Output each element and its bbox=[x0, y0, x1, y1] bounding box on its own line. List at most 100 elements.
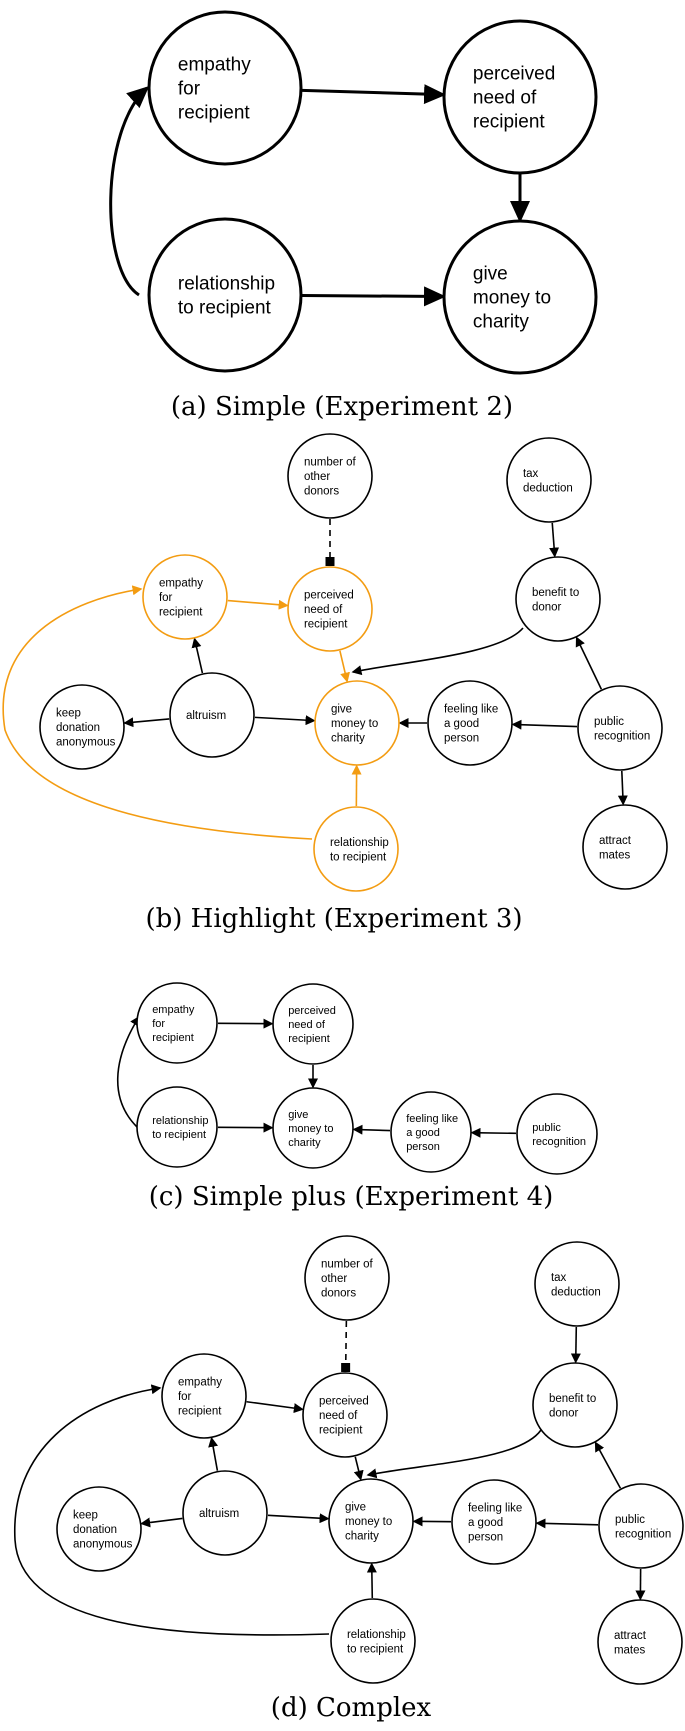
node-circle bbox=[532, 1362, 618, 1448]
node-circle bbox=[136, 1086, 218, 1168]
node-b-altruism: altruism bbox=[169, 672, 255, 758]
node-label-line: donors bbox=[321, 1288, 356, 1300]
node-label-line: for bbox=[152, 1018, 165, 1030]
node-a-relationship: relationship to recipient bbox=[147, 217, 303, 373]
node-circle bbox=[516, 1093, 598, 1175]
node-label-line: relationship bbox=[330, 837, 389, 849]
edge-b-need-to-give bbox=[339, 650, 350, 683]
node-circle bbox=[515, 556, 601, 642]
node-label-line: give bbox=[345, 1502, 366, 1514]
node-label-line: altruism bbox=[199, 1508, 239, 1520]
node-label-line: mates bbox=[599, 849, 631, 861]
node-circle bbox=[161, 1353, 247, 1439]
edge-a-relationship-to-give bbox=[301, 286, 447, 307]
edge-a-relationship-to-empathy bbox=[109, 85, 150, 297]
node-label-line: give bbox=[331, 704, 352, 716]
edge-b-benefit-to-give bbox=[351, 627, 524, 676]
node-label-line: recognition bbox=[615, 1528, 671, 1540]
node-circle bbox=[597, 1599, 683, 1685]
node-circle bbox=[287, 566, 373, 652]
edge-b-empathy-to-need bbox=[227, 599, 289, 610]
node-label-line: to recipient bbox=[178, 298, 272, 319]
edge-b-altruism-to-give bbox=[254, 715, 316, 726]
edge-d-relationship-to-give bbox=[366, 1562, 377, 1599]
node-label-line: attract bbox=[614, 1630, 647, 1642]
node-label-line: recipient bbox=[288, 1033, 330, 1045]
node-label-line: donation bbox=[73, 1524, 117, 1536]
node-label-line: to recipient bbox=[330, 851, 387, 863]
node-label-line: for bbox=[178, 1391, 192, 1403]
node-label-line: public bbox=[532, 1122, 561, 1134]
node-label-line: relationship bbox=[152, 1115, 208, 1127]
node-circle bbox=[39, 684, 125, 770]
node-label-line: deduction bbox=[551, 1286, 601, 1298]
node-circle bbox=[427, 680, 513, 766]
node-circle bbox=[506, 437, 592, 523]
node-c-relationship: relationship to recipient bbox=[136, 1086, 218, 1168]
node-label-line: feeling like bbox=[468, 1503, 522, 1515]
node-label-line: public bbox=[615, 1514, 645, 1526]
node-label-line: tax bbox=[523, 468, 539, 480]
node-circle bbox=[182, 1470, 268, 1556]
node-circle bbox=[577, 685, 663, 771]
edge-b-altruism-to-keep bbox=[123, 717, 170, 728]
node-circle bbox=[287, 433, 373, 519]
node-label-line: donors bbox=[304, 486, 339, 498]
node-label-line: need of bbox=[473, 88, 537, 109]
node-label-line: other bbox=[321, 1273, 347, 1285]
edge-b-altruism-to-empathy bbox=[191, 637, 204, 674]
node-label-line: a good bbox=[444, 718, 479, 730]
node-label-line: recipient bbox=[304, 619, 348, 631]
node-circle bbox=[147, 10, 303, 166]
node-label-line: feeling like bbox=[406, 1113, 458, 1125]
node-label-line: perceived bbox=[319, 1396, 369, 1408]
caption-b: (b) Highlight (Experiment 3) bbox=[145, 904, 522, 934]
caption-c: (c) Simple plus (Experiment 4) bbox=[149, 1182, 554, 1212]
node-label-line: recipient bbox=[159, 607, 203, 619]
node-label-line: give bbox=[288, 1109, 308, 1121]
edge-d-relationship-to-empathy bbox=[14, 1384, 330, 1636]
node-label-line: benefit to bbox=[549, 1393, 596, 1405]
node-label-line: donation bbox=[56, 722, 100, 734]
node-label-line: keep bbox=[73, 1510, 98, 1522]
node-label-line: person bbox=[468, 1532, 503, 1544]
node-circle bbox=[314, 680, 400, 766]
node-circle bbox=[313, 806, 399, 892]
edge-b-public-to-mates bbox=[617, 770, 628, 806]
node-label-line: empathy bbox=[152, 1004, 195, 1016]
node-d-public: public recognition bbox=[598, 1483, 684, 1569]
node-b-relationship: relationship to recipient bbox=[313, 806, 399, 892]
node-label-line: to recipient bbox=[152, 1129, 206, 1141]
node-label-line: empathy bbox=[178, 55, 251, 76]
caption-a: (a) Simple (Experiment 2) bbox=[171, 392, 513, 422]
node-label-line: anonymous bbox=[56, 737, 116, 749]
edge-d-altruism-to-empathy bbox=[208, 1436, 219, 1471]
node-label-line: feeling like bbox=[444, 704, 498, 716]
node-circle bbox=[442, 19, 598, 175]
node-label-line: relationship bbox=[178, 274, 275, 295]
node-circle bbox=[56, 1486, 142, 1572]
node-label-line: money to bbox=[473, 288, 551, 309]
node-label-line: recognition bbox=[594, 730, 650, 742]
node-circle bbox=[272, 983, 354, 1065]
node-label-line: relationship bbox=[347, 1629, 406, 1641]
node-circle bbox=[451, 1479, 537, 1565]
node-label-line: charity bbox=[473, 312, 529, 333]
node-label-line: benefit to bbox=[532, 587, 579, 599]
